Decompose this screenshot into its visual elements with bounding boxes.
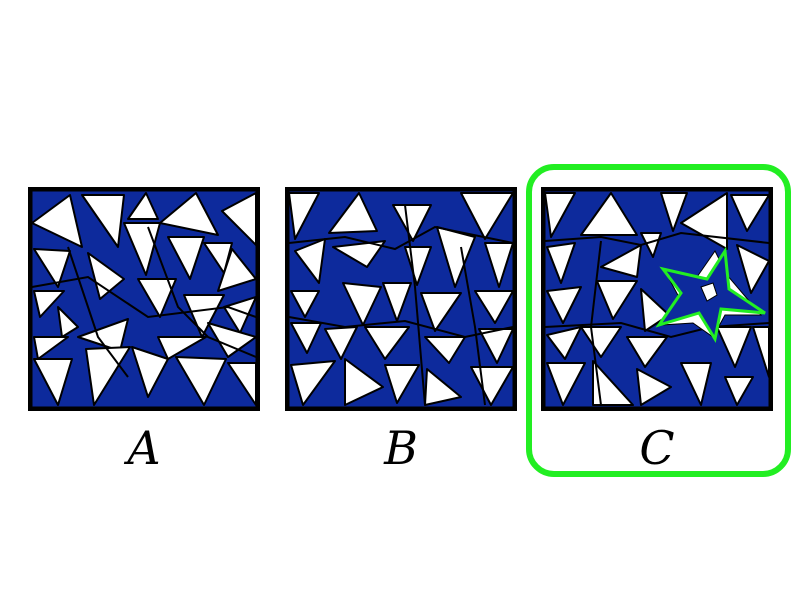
option-c-label: C xyxy=(639,421,675,475)
option-a-label: A xyxy=(127,421,161,475)
selected-answer-highlight xyxy=(526,164,791,477)
option-a-mosaic-image xyxy=(28,187,260,411)
option-b-tile-puzzle[interactable] xyxy=(285,187,517,411)
option-b-mosaic-image xyxy=(285,187,517,411)
option-a-tile-puzzle[interactable] xyxy=(28,187,260,411)
option-c-tile-puzzle[interactable] xyxy=(541,187,773,411)
hidden-star-outline xyxy=(655,246,766,344)
option-b-label: B xyxy=(384,421,418,475)
option-c-mosaic-image xyxy=(541,187,773,411)
